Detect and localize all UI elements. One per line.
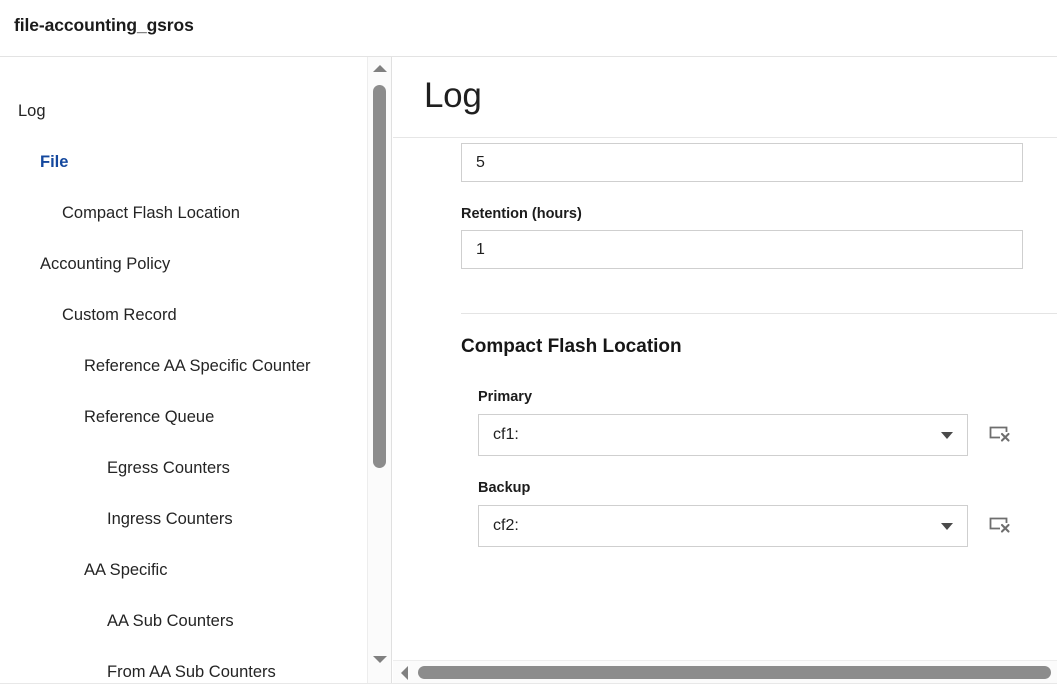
page-title: Log — [424, 76, 482, 115]
sidebar-item-log[interactable]: Log — [18, 102, 46, 120]
backup-select-row: cf2: — [478, 505, 1057, 547]
primary-clear-selection-button[interactable] — [986, 423, 1014, 447]
sidebar-vertical-scrollbar[interactable] — [367, 57, 391, 684]
content-header: Log — [393, 57, 1057, 138]
sidebar-item-ingress-counters[interactable]: Ingress Counters — [107, 510, 233, 528]
sidebar-navigation-panel: Log File Compact Flash Location Accounti… — [0, 57, 392, 684]
sidebar-item-compact-flash-location[interactable]: Compact Flash Location — [62, 204, 240, 222]
sidebar-item-aa-specific[interactable]: AA Specific — [84, 561, 168, 579]
section-divider — [461, 313, 1057, 314]
field-retention: Retention (hours) — [461, 206, 1023, 269]
spacer — [393, 358, 1057, 389]
triangle-left-icon — [400, 665, 408, 680]
sidebar-item-aa-sub-counters[interactable]: AA Sub Counters — [107, 612, 234, 630]
spacer — [393, 182, 1057, 206]
clear-selection-icon — [989, 517, 1011, 534]
sidebar-item-reference-queue[interactable]: Reference Queue — [84, 408, 215, 426]
sidebar-item-custom-record[interactable]: Custom Record — [62, 306, 177, 324]
triangle-down-icon — [372, 655, 387, 663]
compact-flash-section-title: Compact Flash Location — [461, 336, 682, 357]
content-scroll-area: Rollover (minutes) Retention (hours) Com… — [393, 138, 1057, 666]
retention-input[interactable] — [461, 230, 1023, 269]
primary-select-row: cf1: — [478, 414, 1057, 456]
triangle-up-icon — [372, 64, 387, 72]
scroll-down-button[interactable] — [368, 648, 391, 670]
clear-selection-icon — [989, 426, 1011, 443]
sidebar-item-reference-aa-specific-counter[interactable]: Reference AA Specific Counter — [84, 357, 311, 375]
sidebar-item-egress-counters[interactable]: Egress Counters — [107, 459, 230, 477]
rollover-input[interactable] — [461, 143, 1023, 182]
content-scrollbar-thumb[interactable] — [418, 666, 1051, 679]
primary-location-select[interactable]: cf1: — [478, 414, 968, 456]
chevron-down-icon — [941, 523, 953, 530]
sidebar-item-from-aa-sub-counters[interactable]: From AA Sub Counters — [107, 663, 276, 681]
spacer — [393, 456, 1057, 480]
backup-clear-selection-button[interactable] — [986, 514, 1014, 538]
field-rollover: Rollover (minutes) — [461, 138, 1023, 182]
content-horizontal-scrollbar[interactable] — [393, 660, 1057, 684]
window-title-bar: file-accounting_gsros — [0, 0, 1057, 57]
backup-location-value: cf2: — [493, 517, 519, 534]
content-panel: Log Rollover (minutes) Retention (hours)… — [393, 57, 1057, 684]
scroll-up-button[interactable] — [368, 57, 391, 79]
retention-label: Retention (hours) — [461, 206, 582, 222]
primary-label: Primary — [478, 389, 533, 405]
window-title: file-accounting_gsros — [14, 15, 194, 35]
scroll-left-button[interactable] — [393, 661, 415, 684]
sidebar-item-file[interactable]: File — [40, 153, 69, 171]
settings-form: Rollover (minutes) Retention (hours) Com… — [393, 138, 1057, 547]
primary-location-value: cf1: — [493, 426, 519, 443]
navigation-tree: Log File Compact Flash Location Accounti… — [0, 57, 368, 684]
chevron-down-icon — [941, 432, 953, 439]
backup-location-select[interactable]: cf2: — [478, 505, 968, 547]
backup-label: Backup — [478, 480, 531, 496]
sidebar-scrollbar-thumb[interactable] — [373, 85, 386, 468]
sidebar-item-accounting-policy[interactable]: Accounting Policy — [40, 255, 171, 273]
